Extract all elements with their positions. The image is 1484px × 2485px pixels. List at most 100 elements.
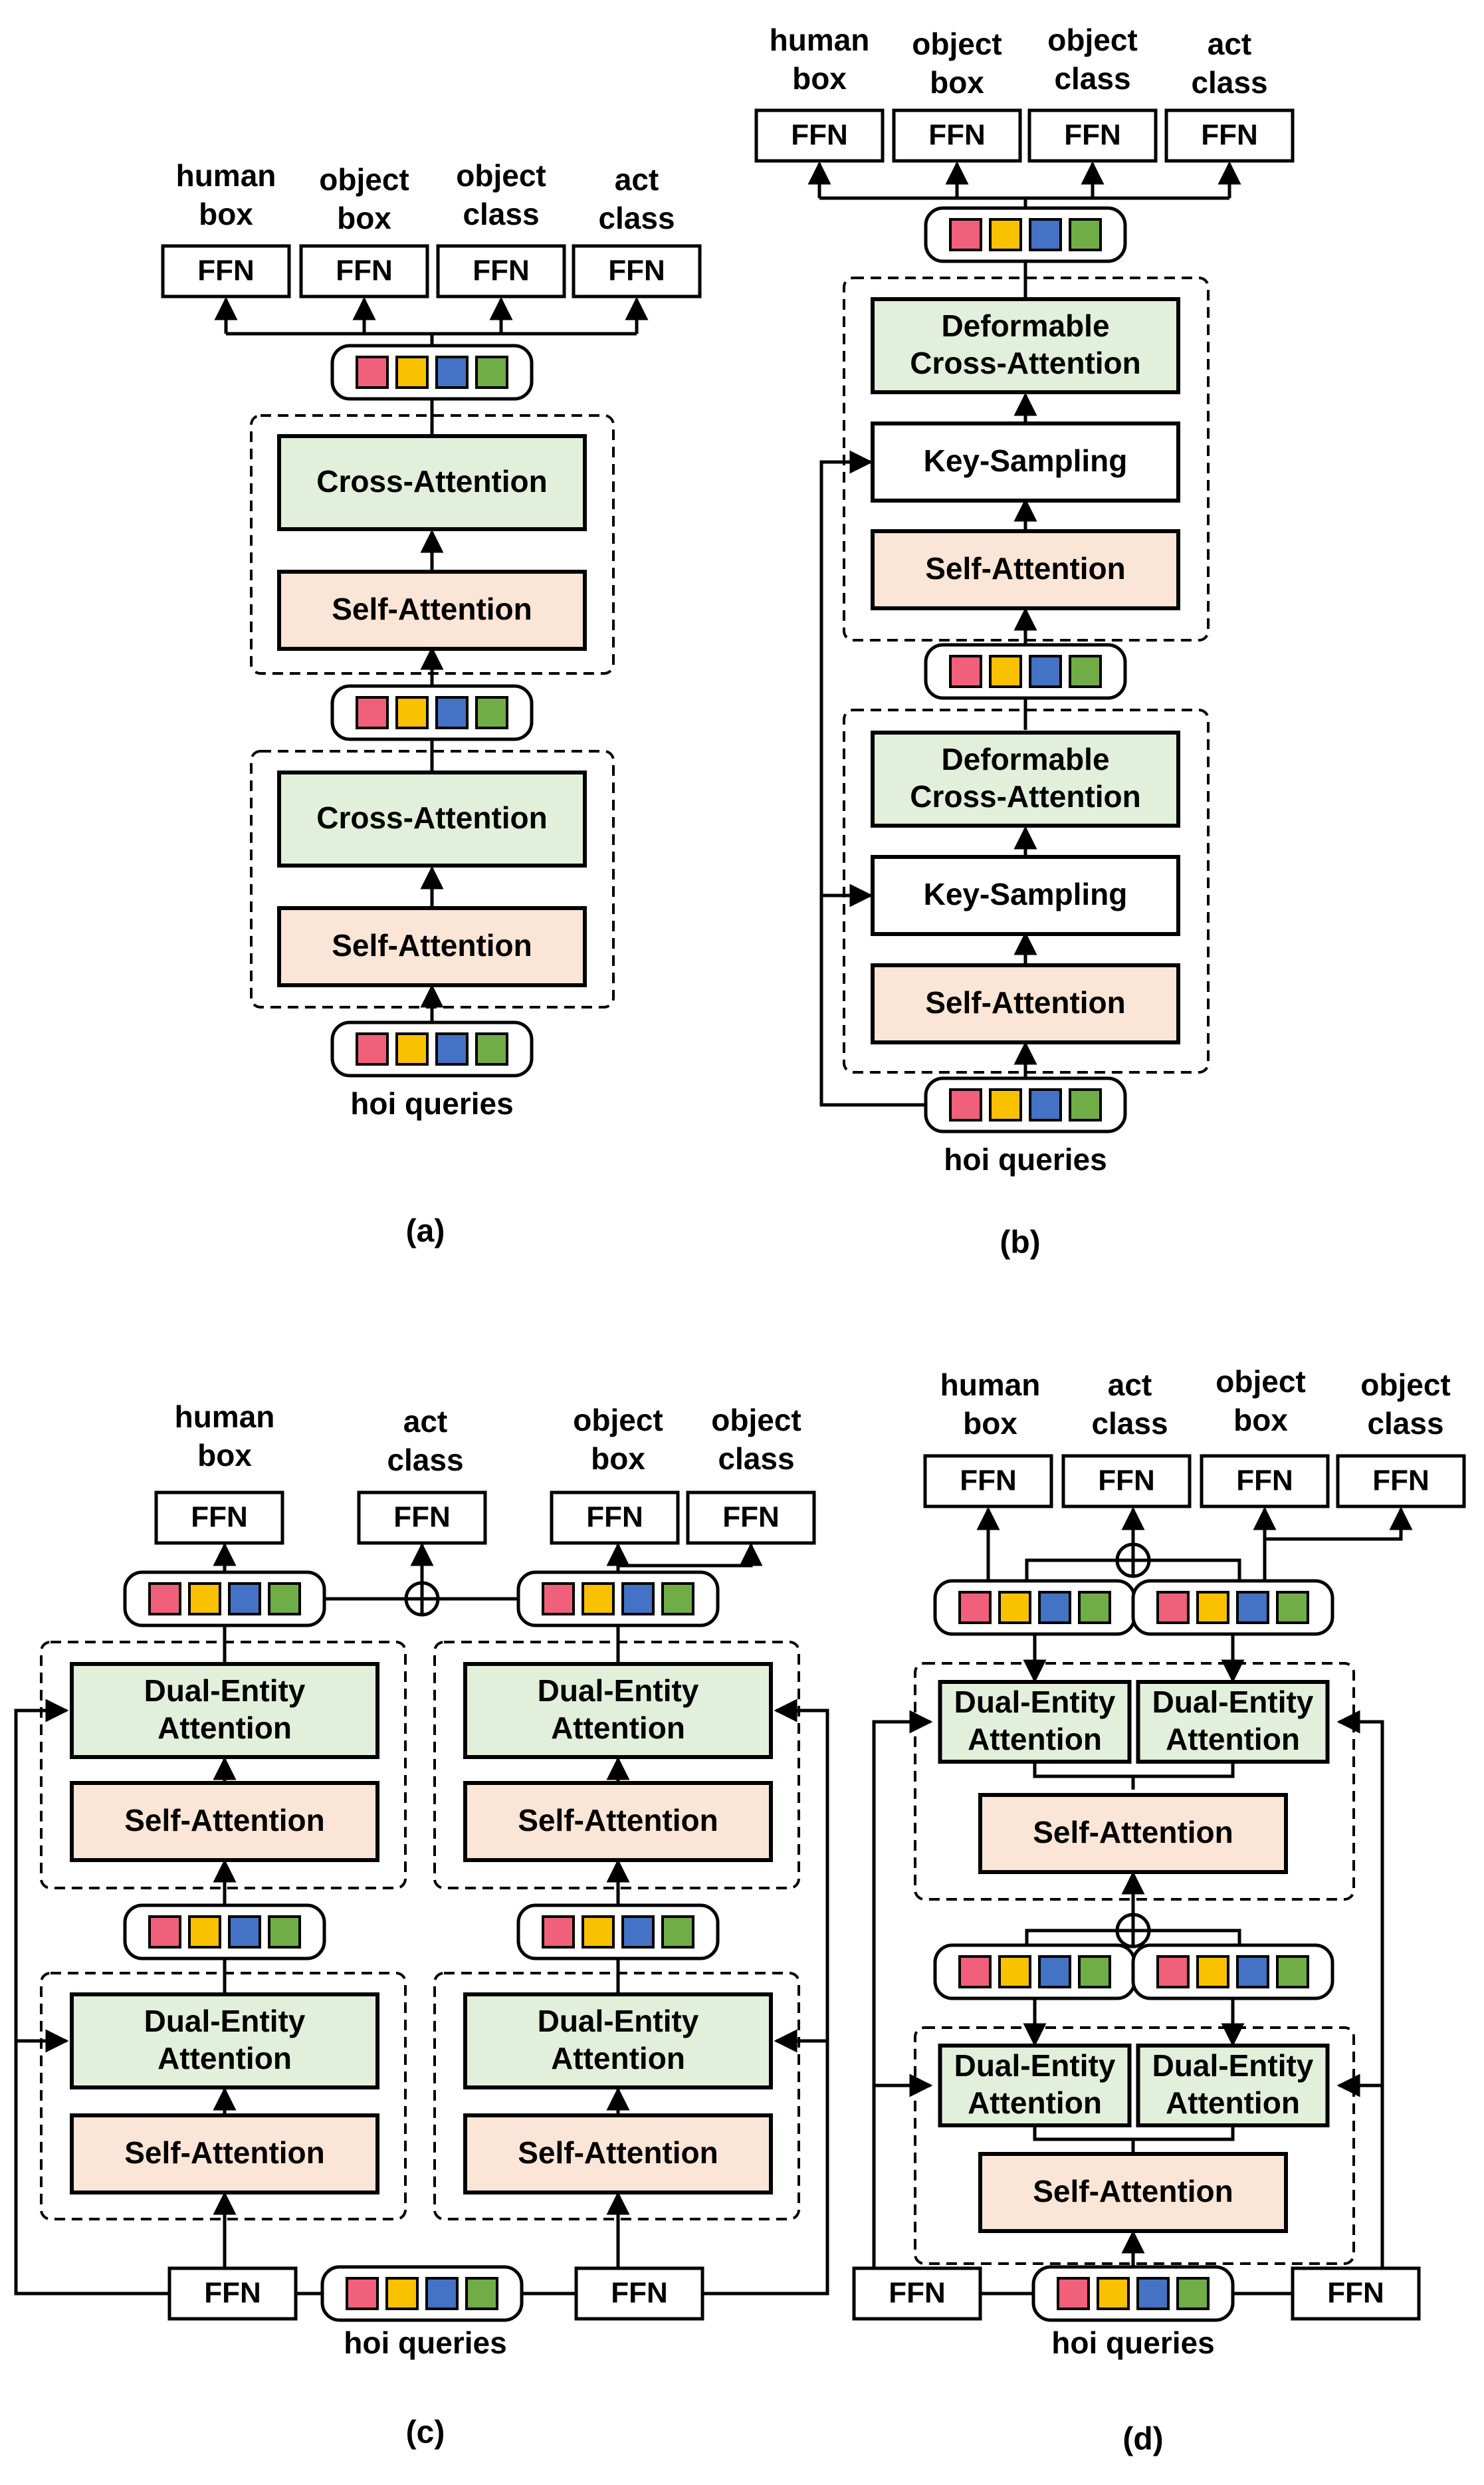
ffn-label: FFN (336, 255, 393, 287)
hoi-queries-label: hoi queries (1051, 2325, 1214, 2360)
hoi-queries-label: hoi queries (344, 2325, 506, 2360)
dual-entity-attention-label: Attention (1166, 1722, 1300, 1756)
hoi-queries-label: hoi queries (350, 1086, 513, 1121)
deformable-cross-attention-label: Cross-Attention (910, 346, 1141, 380)
output-label: human (176, 158, 276, 193)
query-token (228, 1582, 261, 1615)
caption-c: (c) (406, 2415, 445, 2450)
ffn-label: FFN (1098, 1465, 1155, 1497)
output-label: act (403, 1404, 447, 1439)
output-label: box (197, 1438, 252, 1473)
decoder-layer-frame (433, 1972, 800, 2220)
query-token (542, 1582, 575, 1615)
key-sampling-label: Key-Sampling (924, 877, 1128, 911)
query-token (1038, 1591, 1071, 1624)
output-arrow (1263, 1506, 1413, 1549)
query-token (998, 1955, 1031, 1988)
output-label: object (456, 158, 546, 193)
output-label: class (1367, 1406, 1443, 1441)
query-token (395, 356, 429, 389)
query-token (148, 1915, 181, 1949)
query-token (661, 1915, 694, 1949)
query-token (346, 2277, 379, 2310)
decoder-layer-frame (40, 1641, 407, 1889)
connector-line (1025, 1929, 1117, 1945)
connector-line (1025, 1558, 1117, 1581)
ffn-box (1061, 1454, 1192, 1508)
self-attention-label: Self-Attention (124, 1803, 325, 1837)
dual-entity-attention-label: Dual-Entity (1152, 1685, 1314, 1719)
ffn-label: FFN (393, 1501, 451, 1534)
ffn-label: FFN (611, 2277, 668, 2309)
connector-line (1033, 1762, 1235, 1778)
ffn-label: FFN (722, 1501, 780, 1534)
self-attention-label: Self-Attention (332, 928, 532, 963)
query-token (1097, 2277, 1130, 2310)
caption-d: (d) (1122, 2422, 1163, 2457)
query-token (1236, 1591, 1269, 1624)
dual-entity-attention-label: Dual-Entity (144, 2004, 306, 2038)
query-token (1156, 1591, 1190, 1624)
self-attention-box (70, 2113, 379, 2194)
ffn-label: FFN (1236, 1465, 1293, 1497)
cross-attention-box (277, 770, 587, 868)
deformable-cross-attention-box (871, 297, 1180, 394)
query-token (1236, 1955, 1269, 1988)
key-sampling-label: Key-Sampling (924, 443, 1128, 478)
query-token (1176, 2277, 1210, 2310)
dual-entity-attention-label: Dual-Entity (144, 1673, 306, 1708)
output-label: box (591, 1441, 645, 1476)
self-attention-label: Self-Attention (518, 2135, 718, 2170)
ffn-box (299, 244, 429, 298)
output-label: box (792, 61, 847, 96)
cross-attention-box (277, 434, 587, 531)
query-token (989, 655, 1022, 688)
cross-attention-label: Cross-Attention (316, 800, 548, 835)
skip-connection (1336, 1710, 1384, 2267)
decoder-layer-frame (914, 1662, 1355, 1901)
query-token (356, 696, 389, 729)
ffn-label: FFN (960, 1465, 1017, 1497)
ffn-box (754, 108, 885, 163)
query-token (395, 1032, 429, 1066)
query-token (1069, 655, 1102, 688)
query-token (1156, 1955, 1190, 1988)
query-token (998, 1591, 1031, 1624)
query-token (1196, 1955, 1229, 1988)
ffn-box (852, 2266, 982, 2321)
query-token (949, 218, 982, 251)
output-label: class (463, 197, 539, 231)
deformable-cross-attention-label: Deformable (941, 308, 1109, 343)
caption-a: (a) (406, 1214, 445, 1249)
self-attention-box (463, 2113, 773, 2194)
self-attention-box (277, 570, 587, 651)
ffn-box (550, 1490, 680, 1545)
output-label: object (573, 1403, 663, 1437)
ffn-label: FFN (1372, 1465, 1430, 1497)
query-token (1078, 1955, 1111, 1988)
dual-entity-attention-box (1136, 1680, 1330, 1764)
query-token (395, 696, 429, 729)
self-attention-label: Self-Attention (925, 985, 1126, 1020)
hoi-queries-label: hoi queries (944, 1142, 1107, 1177)
query-token (1029, 218, 1062, 251)
ffn-box (1291, 2266, 1421, 2321)
query-token (148, 1582, 181, 1615)
query-token (188, 1582, 221, 1615)
self-attention-label: Self-Attention (518, 1803, 718, 1837)
output-label: human (175, 1399, 275, 1434)
ffn-box (572, 244, 702, 298)
output-label: object (711, 1403, 801, 1437)
deformable-cross-attention-box (871, 731, 1180, 828)
dual-entity-attention-box (463, 1992, 773, 2089)
connector-line (1149, 1558, 1241, 1581)
output-label: class (387, 1443, 463, 1477)
query-token (1038, 1955, 1071, 1988)
query-token (949, 1088, 982, 1122)
dual-entity-attention-label: Dual-Entity (538, 1673, 699, 1708)
query-token (1029, 1088, 1062, 1122)
